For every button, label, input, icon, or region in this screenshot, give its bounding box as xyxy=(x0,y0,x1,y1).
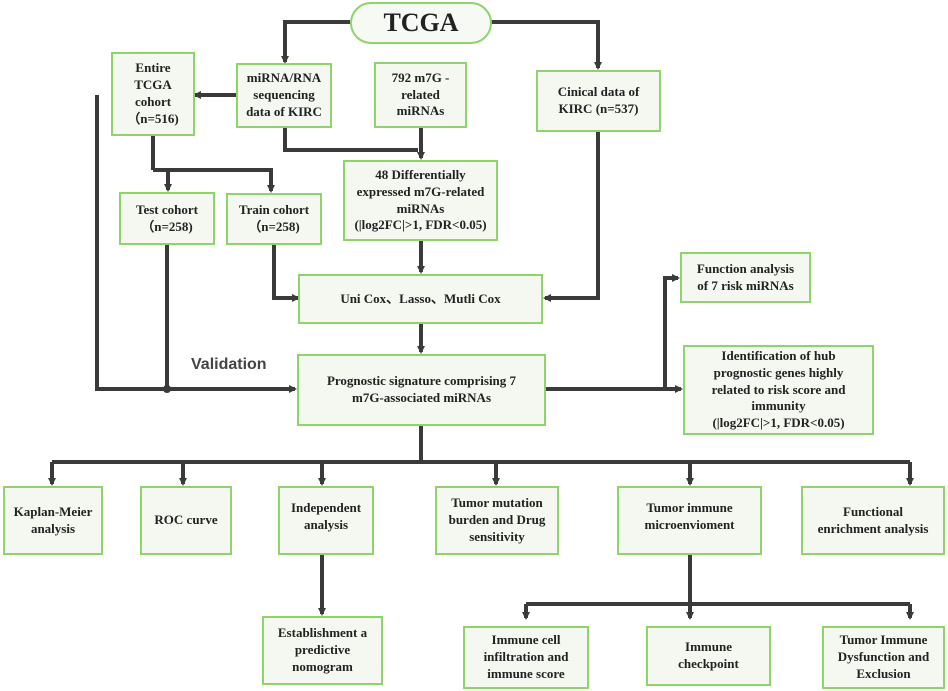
validation-label: Validation xyxy=(191,356,267,373)
arrow-entire-to-train xyxy=(165,168,275,193)
deg-box: 48 Differentially expressed m7G-related … xyxy=(343,160,498,241)
tide-box: Tumor Immune Dysfunction and Exclusion xyxy=(822,626,945,689)
roc-curve-box: ROC curve xyxy=(140,486,232,555)
function-7-box: Function analysis of 7 risk miRNAs xyxy=(680,252,811,303)
arrow-clinical-to-cox xyxy=(543,132,600,302)
arrow-entire-to-signature xyxy=(95,95,167,391)
arrow-tcga-to-mirna xyxy=(281,20,350,64)
tme-box: Tumor immune microenvioment xyxy=(617,486,762,555)
immune-cell-box: Immune cell infiltration and immune scor… xyxy=(463,626,589,689)
signature-box: Prognostic signature comprising 7 m7G-as… xyxy=(297,354,546,426)
train-cohort-box: Train cohort （n=258) xyxy=(226,193,322,245)
immune-checkpoint-box: Immune checkpoint xyxy=(646,626,771,686)
tmb-drug-box: Tumor mutation burden and Drug sensitivi… xyxy=(435,486,559,555)
arrow-entire-to-test xyxy=(153,168,172,192)
junction-dot xyxy=(163,385,171,393)
cox-box: Uni Cox、Lasso、Mutli Cox xyxy=(298,274,543,324)
mirna-rna-box: miRNA/RNA sequencing data of KIRC xyxy=(236,63,332,128)
clinical-data-box: Cinical data of KIRC (n=537) xyxy=(536,70,661,132)
hub-genes-box: Identification of hub prognostic genes h… xyxy=(683,345,874,435)
tcga-title: TCGA xyxy=(383,8,459,38)
arrow-train-to-cox xyxy=(272,245,300,302)
entire-cohort-box: Entire TCGA cohort （n=516) xyxy=(111,52,195,136)
independent-analysis-box: Independent analysis xyxy=(278,486,374,555)
arrow-branch-to-function xyxy=(663,274,680,389)
m7g-mirnas-box: 792 m7G - related miRNAs xyxy=(374,62,467,128)
tcga-title-box: TCGA xyxy=(350,2,492,44)
test-cohort-box: Test cohort （n=258) xyxy=(119,192,215,245)
arrow-tcga-to-clinical xyxy=(490,20,602,70)
arrow-mirna-to-deg xyxy=(283,128,418,152)
functional-enrichment-box: Functional enrichment analysis xyxy=(801,486,945,555)
nomogram-box: Establishment a predictive nomogram xyxy=(262,616,383,685)
kaplan-meier-box: Kaplan-Meier analysis xyxy=(3,486,103,555)
